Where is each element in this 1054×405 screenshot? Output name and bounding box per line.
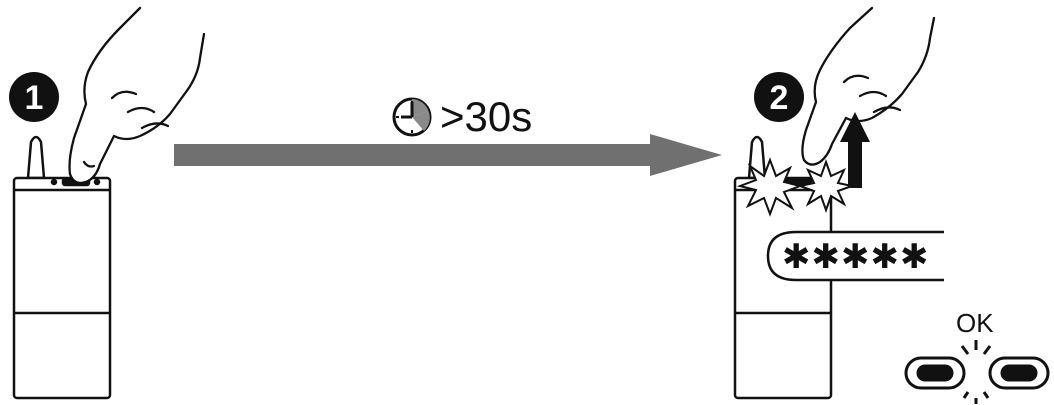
step-1-number: 1 (25, 79, 44, 117)
ok-label: OK (956, 308, 994, 338)
device-left (12, 135, 112, 400)
code-display: ✱✱✱✱✱ (766, 230, 944, 282)
device-left-antenna (26, 135, 46, 180)
duration-label: >30s (392, 93, 532, 140)
arrow-shaft (174, 144, 652, 166)
device-right-body (733, 176, 833, 400)
duration-text: >30s (440, 93, 532, 140)
hand-releasing-icon (801, 6, 936, 166)
wait-arrow (174, 134, 722, 176)
step-2: 2 ✱✱✱✱✱ (733, 6, 1050, 404)
step-2-badge (754, 72, 804, 122)
step-2-number: 2 (770, 79, 789, 117)
step-1: 1 (9, 6, 206, 400)
arrow-head (650, 134, 722, 176)
hand-pressing-icon (68, 6, 206, 185)
device-left-body (12, 176, 112, 400)
flash-icon (736, 157, 856, 217)
timer-icon (392, 97, 432, 137)
code-display-text: ✱✱✱✱✱ (782, 237, 929, 277)
step-1-badge (9, 72, 59, 122)
broken-link-icon (904, 340, 1050, 404)
lift-arrow-icon (840, 112, 870, 188)
